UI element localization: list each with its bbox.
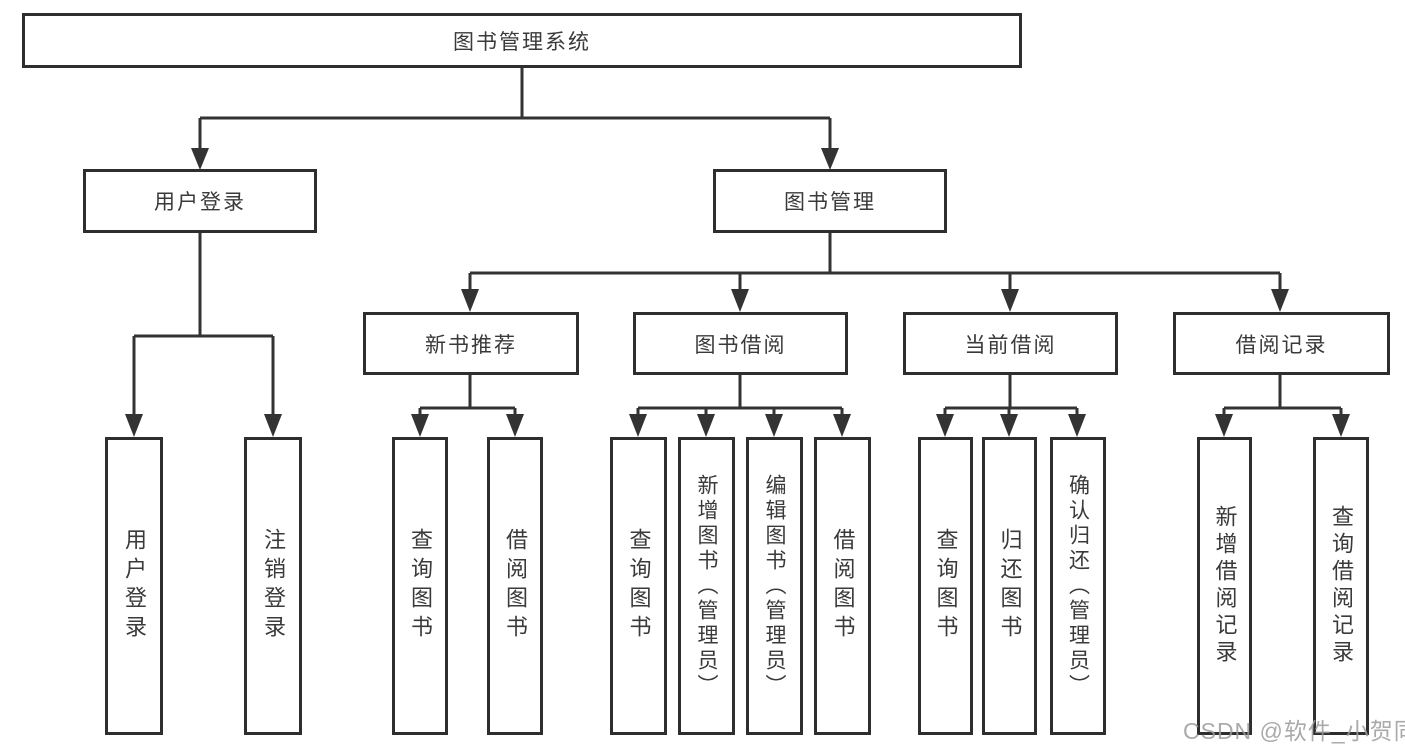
node-root-label: 图书管理系统 [453, 30, 591, 54]
leaf-current-return-book: 归还图书 [982, 437, 1037, 735]
connector-borrow-records-to-leaves [1215, 375, 1350, 437]
leaf-newbook-query-book-label: 查询图书 [408, 528, 433, 644]
leaf-current-query-book: 查询图书 [918, 437, 973, 735]
leaf-current-confirm-return-admin: 确认归还（管理员） [1050, 437, 1106, 735]
connector-root-to-level2 [191, 68, 839, 170]
leaf-borrow-edit-book-admin: 编辑图书（管理员） [746, 437, 803, 735]
node-new-book-recommend-label: 新书推荐 [425, 333, 517, 357]
leaf-borrow-borrow-book-label: 借阅图书 [830, 528, 856, 644]
leaf-logout: 注销登录 [244, 437, 302, 735]
leaf-borrow-query-book-label: 查询图书 [626, 528, 652, 644]
node-user-login-label: 用户登录 [154, 191, 246, 214]
connector-new-book-to-leaves [411, 375, 524, 437]
leaf-current-query-book-label: 查询图书 [933, 528, 959, 644]
node-book-borrow-label: 图书借阅 [694, 333, 787, 357]
node-borrow-records-label: 借阅记录 [1235, 333, 1328, 357]
leaf-logout-label: 注销登录 [261, 528, 286, 644]
connector-user-login-to-leaves [125, 233, 282, 437]
leaf-newbook-borrow-book-label: 借阅图书 [503, 528, 528, 644]
leaf-borrow-borrow-book: 借阅图书 [814, 437, 871, 735]
connector-current-borrow-to-leaves [936, 375, 1086, 437]
node-book-management: 图书管理 [713, 169, 947, 233]
node-new-book-recommend: 新书推荐 [363, 312, 579, 375]
leaf-newbook-query-book: 查询图书 [392, 437, 448, 735]
leaf-borrow-query-book: 查询图书 [610, 437, 667, 735]
connector-book-management-to-level3 [461, 233, 1289, 312]
csdn-watermark: CSDN @软件_小贺同学 [1183, 718, 1405, 744]
leaf-newbook-borrow-book: 借阅图书 [487, 437, 543, 735]
leaf-user-login-label: 用户登录 [122, 528, 147, 644]
leaf-records-query-record: 查询借阅记录 [1313, 437, 1369, 735]
node-current-borrow-label: 当前借阅 [964, 333, 1057, 357]
leaf-user-login: 用户登录 [105, 437, 163, 735]
node-book-management-label: 图书管理 [784, 191, 876, 214]
connector-book-borrow-to-leaves [629, 375, 851, 437]
node-book-borrow: 图书借阅 [633, 312, 848, 375]
leaf-current-confirm-return-admin-label: 确认归还（管理员） [1066, 473, 1090, 699]
leaf-records-query-record-label: 查询借阅记录 [1329, 505, 1354, 667]
leaf-records-add-record: 新增借阅记录 [1197, 437, 1252, 735]
node-root: 图书管理系统 [22, 13, 1022, 68]
node-borrow-records: 借阅记录 [1173, 312, 1390, 375]
node-user-login: 用户登录 [83, 169, 317, 233]
leaf-borrow-edit-book-admin-label: 编辑图书（管理员） [763, 473, 786, 699]
leaf-current-return-book-label: 归还图书 [997, 528, 1023, 644]
leaf-borrow-add-book-admin: 新增图书（管理员） [678, 437, 735, 735]
node-current-borrow: 当前借阅 [903, 312, 1118, 375]
leaf-records-add-record-label: 新增借阅记录 [1212, 505, 1238, 667]
leaf-borrow-add-book-admin-label: 新增图书（管理员） [695, 473, 718, 699]
